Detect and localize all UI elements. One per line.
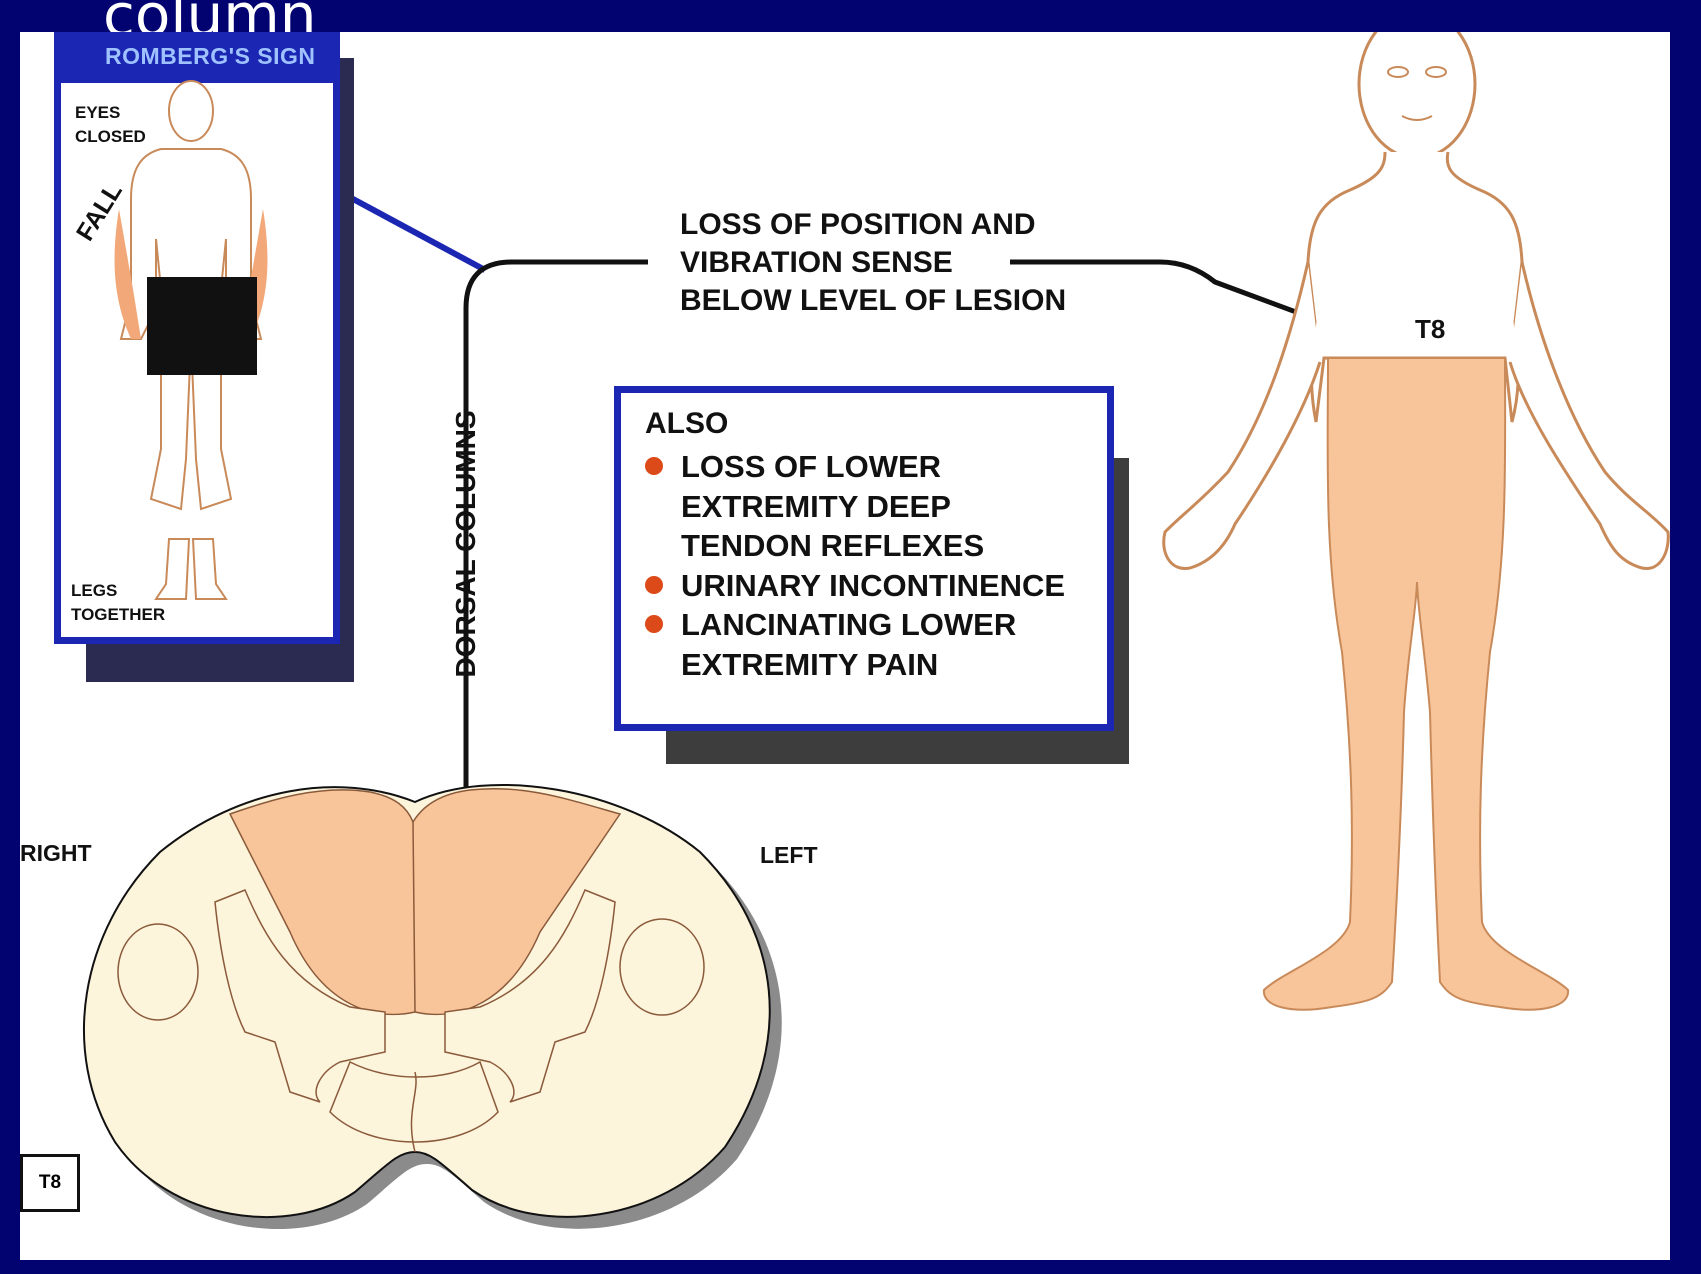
left-eye [1387,66,1409,78]
lateral-column-right [117,923,199,1021]
t8-level-label: T8 [1415,314,1446,344]
right-eye [1425,66,1447,78]
affected-lower-body [1262,357,1570,1011]
romberg-connector-line [338,189,487,273]
diagram-canvas: ROMBERG'S SIGN EYES CLOSED FALL LEGS TOG… [20,32,1670,1260]
legs-together-label: LEGS TOGETHER [71,581,166,624]
shorts [147,277,257,375]
body-figure [1162,32,1670,1011]
grey-matter [214,889,616,1103]
loss-of-position-label: LOSS OF POSITION AND VIBRATION SENSE BEL… [680,208,1067,317]
also-list: LOSS OF LOWER EXTREMITY DEEP TENDON REFL… [645,447,1065,684]
lateral-column-left [619,918,705,1016]
dorsal-columns-label: DORSAL COLUMNS [450,410,481,678]
diagram-lines [83,32,1670,1230]
romberg-title: ROMBERG'S SIGN [105,43,316,69]
bullet-icon [645,457,663,475]
also-title: ALSO [645,407,729,440]
head [1357,32,1477,160]
eyes-closed-label: EYES CLOSED [75,103,146,146]
cord-level-box: T8 [20,1154,80,1212]
spinal-cord-cross-section [83,783,782,1230]
also-box: ALSO LOSS OF LOWER EXTREMITY DEEP TENDON… [614,386,1114,731]
romberg-header [61,39,333,83]
also-item-incontinence: URINARY INCONTINENCE [645,566,1065,606]
left-arm [1162,261,1322,570]
also-item-pain: LANCINATING LOWER EXTREMITY PAIN [645,605,1065,684]
right-side-label: RIGHT [20,840,92,866]
romberg-figure [114,80,268,600]
right-arm [1508,261,1670,570]
level-connector-line [1010,259,1413,358]
bullet-icon [645,575,663,594]
tract-connector-line [463,259,648,712]
romberg-panel: ROMBERG'S SIGN EYES CLOSED FALL LEGS TOG… [54,32,340,644]
mouth [1401,115,1433,121]
ventral-fissure [410,1071,417,1153]
left-side-label: LEFT [760,842,818,868]
bullet-icon [645,615,663,633]
also-item-reflexes: LOSS OF LOWER EXTREMITY DEEP TENDON REFL… [645,447,1065,566]
dorsal-columns-affected [228,787,622,1016]
